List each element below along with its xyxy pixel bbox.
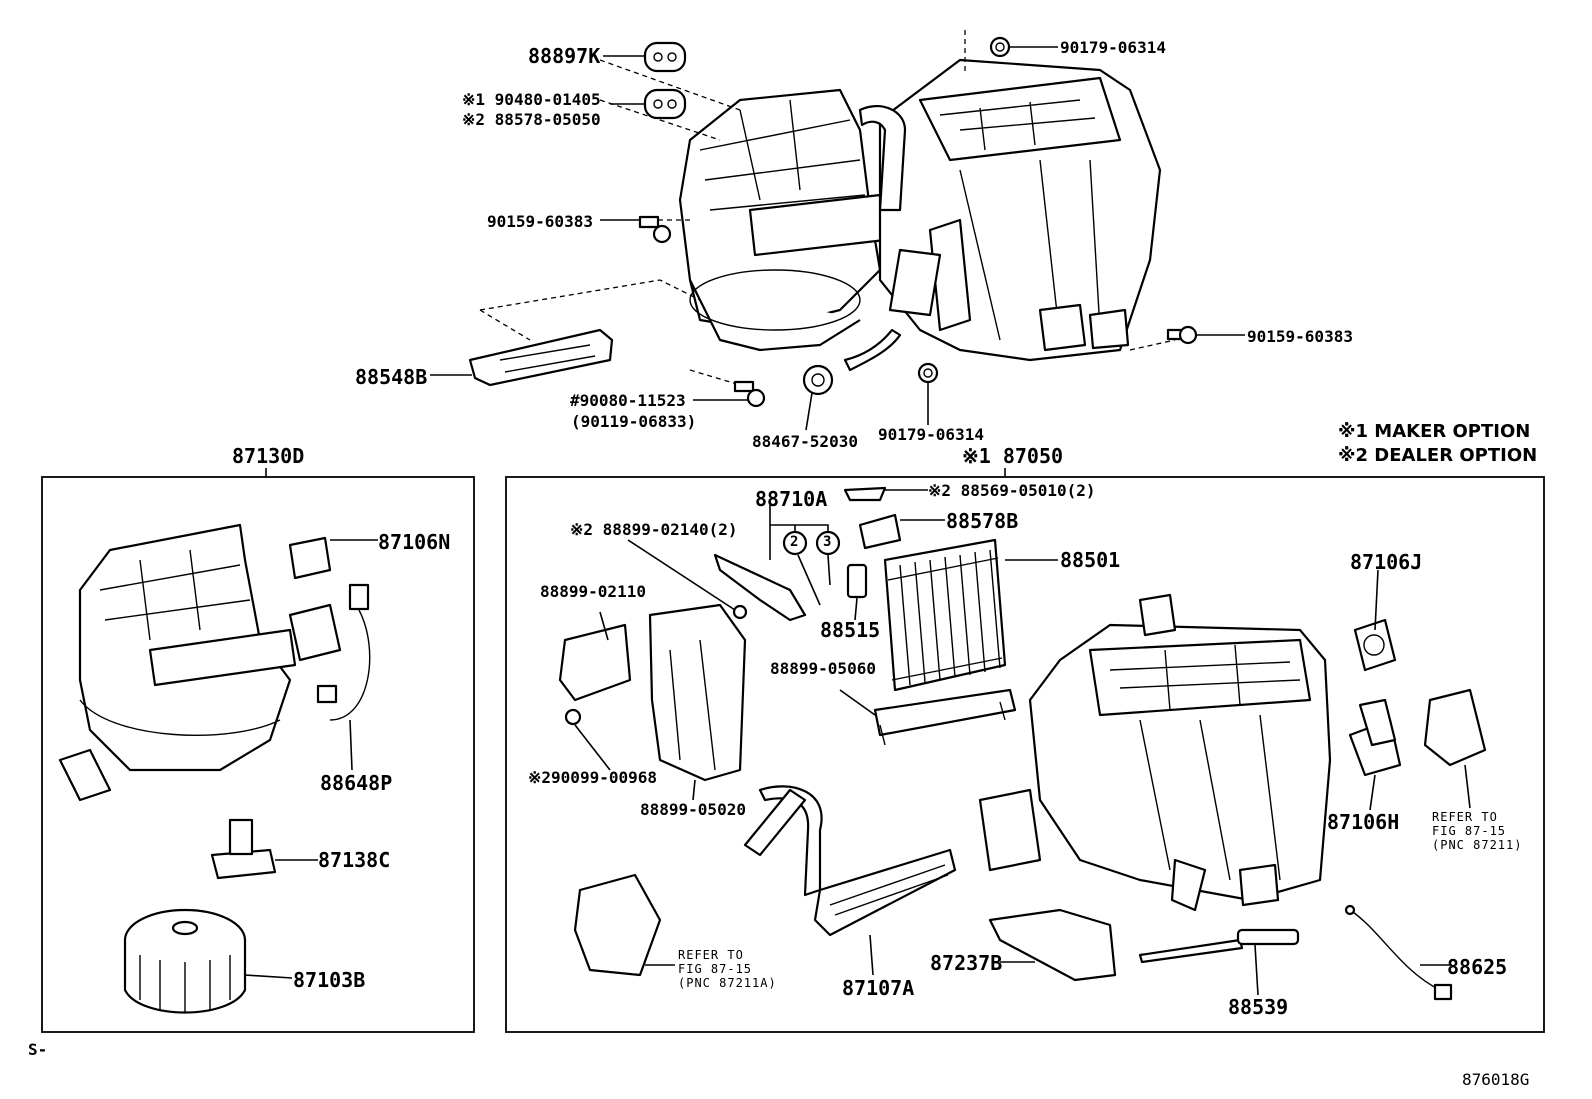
wire-88648P-shape [316, 583, 371, 721]
label-90099-00968: ※290099-00968 [528, 768, 657, 787]
label-circle-2: 2 [790, 534, 799, 550]
resistor-87138C-shape [210, 818, 277, 880]
note-dealer-option: ※2 DEALER OPTION [1338, 445, 1538, 466]
label-88569-05010: ※2 88569-05010(2) [928, 481, 1096, 500]
blower-assembly-frame [41, 476, 475, 1033]
label-88648P: 88648P [320, 771, 393, 795]
top-heater-unit-assembly [479, 30, 1176, 386]
label-88578-05050: ※2 88578-05050 [462, 110, 601, 129]
nut-90179-top-shape [989, 36, 1011, 58]
bracket-88548B-shape [468, 328, 614, 387]
part-88515-shape [846, 563, 868, 599]
label-90159-60383-left: 90159-60383 [487, 212, 593, 231]
label-circle-3: 3 [823, 534, 832, 550]
wire-88625-shape [1344, 904, 1453, 1001]
ref-part-right-shape [1423, 688, 1487, 767]
label-88899-05060: 88899-05060 [770, 659, 876, 678]
heater-case-frame [505, 476, 1545, 1033]
label-90480-01405: ※1 90480-01405 [462, 90, 601, 109]
bolt-90159-left-shape [638, 215, 672, 244]
label-87138C: 87138C [318, 848, 391, 872]
refer-right-line3: (PNC 87211) [1432, 838, 1523, 852]
refer-right-line2: FIG 87-15 [1432, 824, 1507, 838]
gasket-90480-shape [643, 88, 687, 120]
refer-note-left: REFER TO FIG 87-15 (PNC 87211A) [678, 948, 777, 990]
label-88899-02110: 88899-02110 [540, 582, 646, 601]
label-87130D: 87130D [232, 444, 305, 468]
label-90159-60383-right: 90159-60383 [1247, 327, 1353, 346]
label-90179-06314-bottom: 90179-06314 [878, 425, 984, 444]
sensor-88539-shape [1138, 928, 1300, 964]
leader-lines-left-box [244, 539, 378, 979]
heater-case-right-shape [978, 593, 1332, 912]
label-88897K: 88897K [528, 44, 601, 68]
blower-housing-87130D-shape [58, 523, 342, 802]
amplifier-88899-02110-shape [558, 623, 632, 726]
label-88625: 88625 [1447, 955, 1508, 979]
evaporator-88501-shape [883, 538, 1007, 692]
label-88578B: 88578B [946, 509, 1019, 533]
label-88539: 88539 [1228, 995, 1289, 1019]
corner-mark: S- [28, 1040, 48, 1059]
refer-left-line2: FIG 87-15 [678, 962, 753, 976]
label-90179-06314-top: 90179-06314 [1060, 38, 1166, 57]
label-87103B: 87103B [293, 968, 366, 992]
clip-88578B-shape [858, 513, 902, 550]
bracket-88899-05020-shape [648, 603, 747, 782]
label-88710A: 88710A [755, 487, 828, 511]
heater-core-87107A-shape [743, 785, 957, 937]
refer-left-line1: REFER TO [678, 948, 744, 962]
label-88501: 88501 [1060, 548, 1121, 572]
ref-part-left-shape [573, 873, 662, 977]
note-maker-option: ※1 MAKER OPTION [1338, 421, 1531, 442]
label-90119-06833: (90119-06833) [571, 412, 697, 431]
label-88548B: 88548B [355, 365, 428, 389]
label-88467-52030: 88467-52030 [752, 432, 858, 451]
damper-87237B-shape [988, 908, 1117, 982]
grommet-88467-shape [802, 364, 834, 396]
label-90080-11523: #90080-11523 [570, 391, 686, 410]
nut-90179-bottom-shape [917, 362, 939, 384]
label-87106H: 87106H [1327, 810, 1400, 834]
blower-motor-87103B-shape [123, 908, 247, 1014]
label-87106J: 87106J [1350, 550, 1423, 574]
bolt-90159-right-shape [1166, 325, 1198, 345]
refer-right-line1: REFER TO [1432, 810, 1498, 824]
label-87106N: 87106N [378, 530, 451, 554]
actuator-87106H-shape [1348, 698, 1402, 777]
figure-code: 876018G [1462, 1070, 1530, 1089]
refer-left-line3: (PNC 87211A) [678, 976, 777, 990]
bolt-90080-shape [733, 380, 766, 408]
holder-88899-05060-shape [873, 688, 1017, 746]
leader-lines-top [430, 46, 1245, 431]
leader-lines-right-box [574, 489, 1471, 996]
clip-88569-shape [843, 486, 887, 502]
label-87050: ※1 87050 [962, 444, 1064, 468]
label-87237B: 87237B [930, 951, 1003, 975]
sensor-bracket-88899-02140-shape [713, 553, 807, 622]
refer-note-right: REFER TO FIG 87-15 (PNC 87211) [1432, 810, 1522, 852]
label-88899-05020: 88899-05020 [640, 800, 746, 819]
gasket-88897K-shape [643, 41, 687, 73]
label-88899-02140: ※2 88899-02140(2) [570, 520, 738, 539]
label-87107A: 87107A [842, 976, 915, 1000]
connector-87106N-shape [288, 536, 332, 580]
label-88515: 88515 [820, 618, 881, 642]
